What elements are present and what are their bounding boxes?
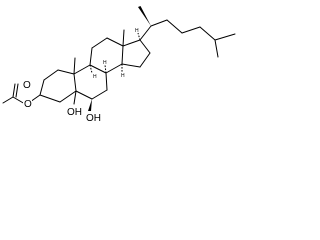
bond-c10-c19-methyl bbox=[73, 57, 76, 75]
bond-c11-c12 bbox=[91, 37, 108, 49]
bond-c22-c23 bbox=[166, 19, 183, 34]
angular-methyls bbox=[73, 29, 125, 75]
bond-c3-c2 bbox=[39, 79, 45, 96]
bond-carbonyl-double-b bbox=[15, 83, 19, 98]
bond-c10-c5 bbox=[73, 73, 77, 92]
h9-dashed-bond bbox=[89, 64, 93, 74]
bond-c12-c13 bbox=[106, 37, 124, 47]
ester-oxygen-label: O bbox=[24, 99, 32, 110]
bond-c20-c22 bbox=[150, 19, 168, 27]
bond-c13-c17 bbox=[122, 39, 141, 47]
atom-labels: O O OH OH bbox=[22, 79, 101, 124]
bond-c6-oh-wedge bbox=[88, 99, 92, 111]
bond-c17-c16 bbox=[139, 39, 151, 54]
bond-carbonyl-double-a bbox=[12, 83, 16, 98]
ring-c bbox=[89, 37, 124, 74]
ring-a bbox=[39, 69, 77, 103]
h8-dashed-bond bbox=[104, 64, 107, 74]
bond-methyl-carbonyl bbox=[2, 96, 14, 104]
bond-c1-c10 bbox=[57, 69, 75, 75]
bond-c7-c6 bbox=[91, 89, 108, 100]
h17-dashed-bond bbox=[137, 32, 141, 41]
h17-label: H bbox=[135, 28, 139, 34]
bond-c9-c11 bbox=[89, 47, 93, 66]
steroid-structure-diagram: H H H H O O OH OH bbox=[2, 6, 236, 124]
bond-c16-c15 bbox=[139, 52, 151, 68]
acetyl-group bbox=[2, 83, 41, 105]
bond-c20-c21-wedge bbox=[138, 6, 151, 26]
bond-c5-c4 bbox=[59, 90, 77, 103]
bond-c10-c9 bbox=[73, 64, 91, 75]
h8-label: H bbox=[103, 60, 107, 66]
h9-label: H bbox=[93, 74, 97, 80]
bond-c2-c1 bbox=[43, 69, 59, 81]
bond-c17-c20 bbox=[139, 25, 152, 41]
bond-c8-c7 bbox=[105, 72, 108, 91]
bond-c24-c25 bbox=[199, 26, 216, 41]
bond-c13-c14 bbox=[121, 45, 124, 65]
bond-c25-c26 bbox=[214, 33, 236, 41]
ester-o-bg bbox=[23, 98, 32, 109]
hydroxyl-bonds bbox=[73, 90, 92, 111]
side-chain bbox=[138, 6, 236, 58]
bond-c5-oh bbox=[73, 90, 77, 105]
stereo-hydrogens: H H H H bbox=[89, 28, 141, 80]
ring-d bbox=[121, 39, 151, 68]
bond-c14-c8 bbox=[105, 63, 123, 74]
carbonyl-oxygen-label: O bbox=[23, 80, 31, 91]
bond-c4-c3 bbox=[39, 94, 61, 103]
bond-c13-c18-methyl bbox=[122, 29, 125, 47]
hydroxyl-6-label: OH bbox=[86, 113, 101, 124]
bond-c23-c24 bbox=[181, 26, 201, 34]
ring-b bbox=[73, 64, 108, 100]
bond-c25-c27 bbox=[214, 39, 219, 58]
hydroxyl-5-label: OH bbox=[67, 107, 82, 118]
h14-label: H bbox=[121, 73, 125, 79]
carbonyl-o-bg bbox=[22, 79, 31, 90]
bond-c9-c8 bbox=[89, 64, 107, 74]
bond-c6-c5 bbox=[75, 90, 93, 100]
bond-c15-c14 bbox=[121, 63, 141, 68]
